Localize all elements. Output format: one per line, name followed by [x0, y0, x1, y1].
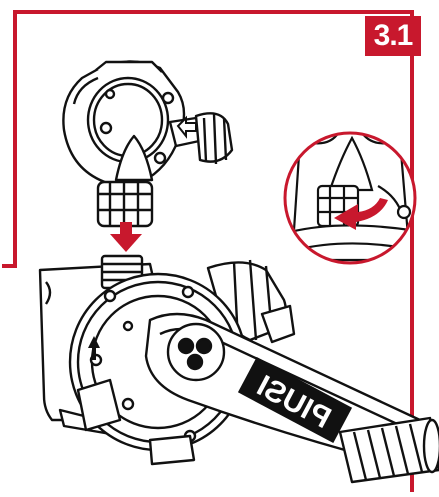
- up-arrow-icon: [88, 336, 100, 360]
- outlined-arrow-icon: [176, 115, 197, 139]
- rotation-arrow-icon: [334, 198, 388, 230]
- detail-zoom-circle: [283, 131, 417, 265]
- step-frame: [2, 10, 414, 492]
- pump-cover-part: [62, 60, 234, 228]
- step-number-badge: 3.1: [365, 16, 421, 56]
- insert-down-arrow-icon: [110, 222, 142, 252]
